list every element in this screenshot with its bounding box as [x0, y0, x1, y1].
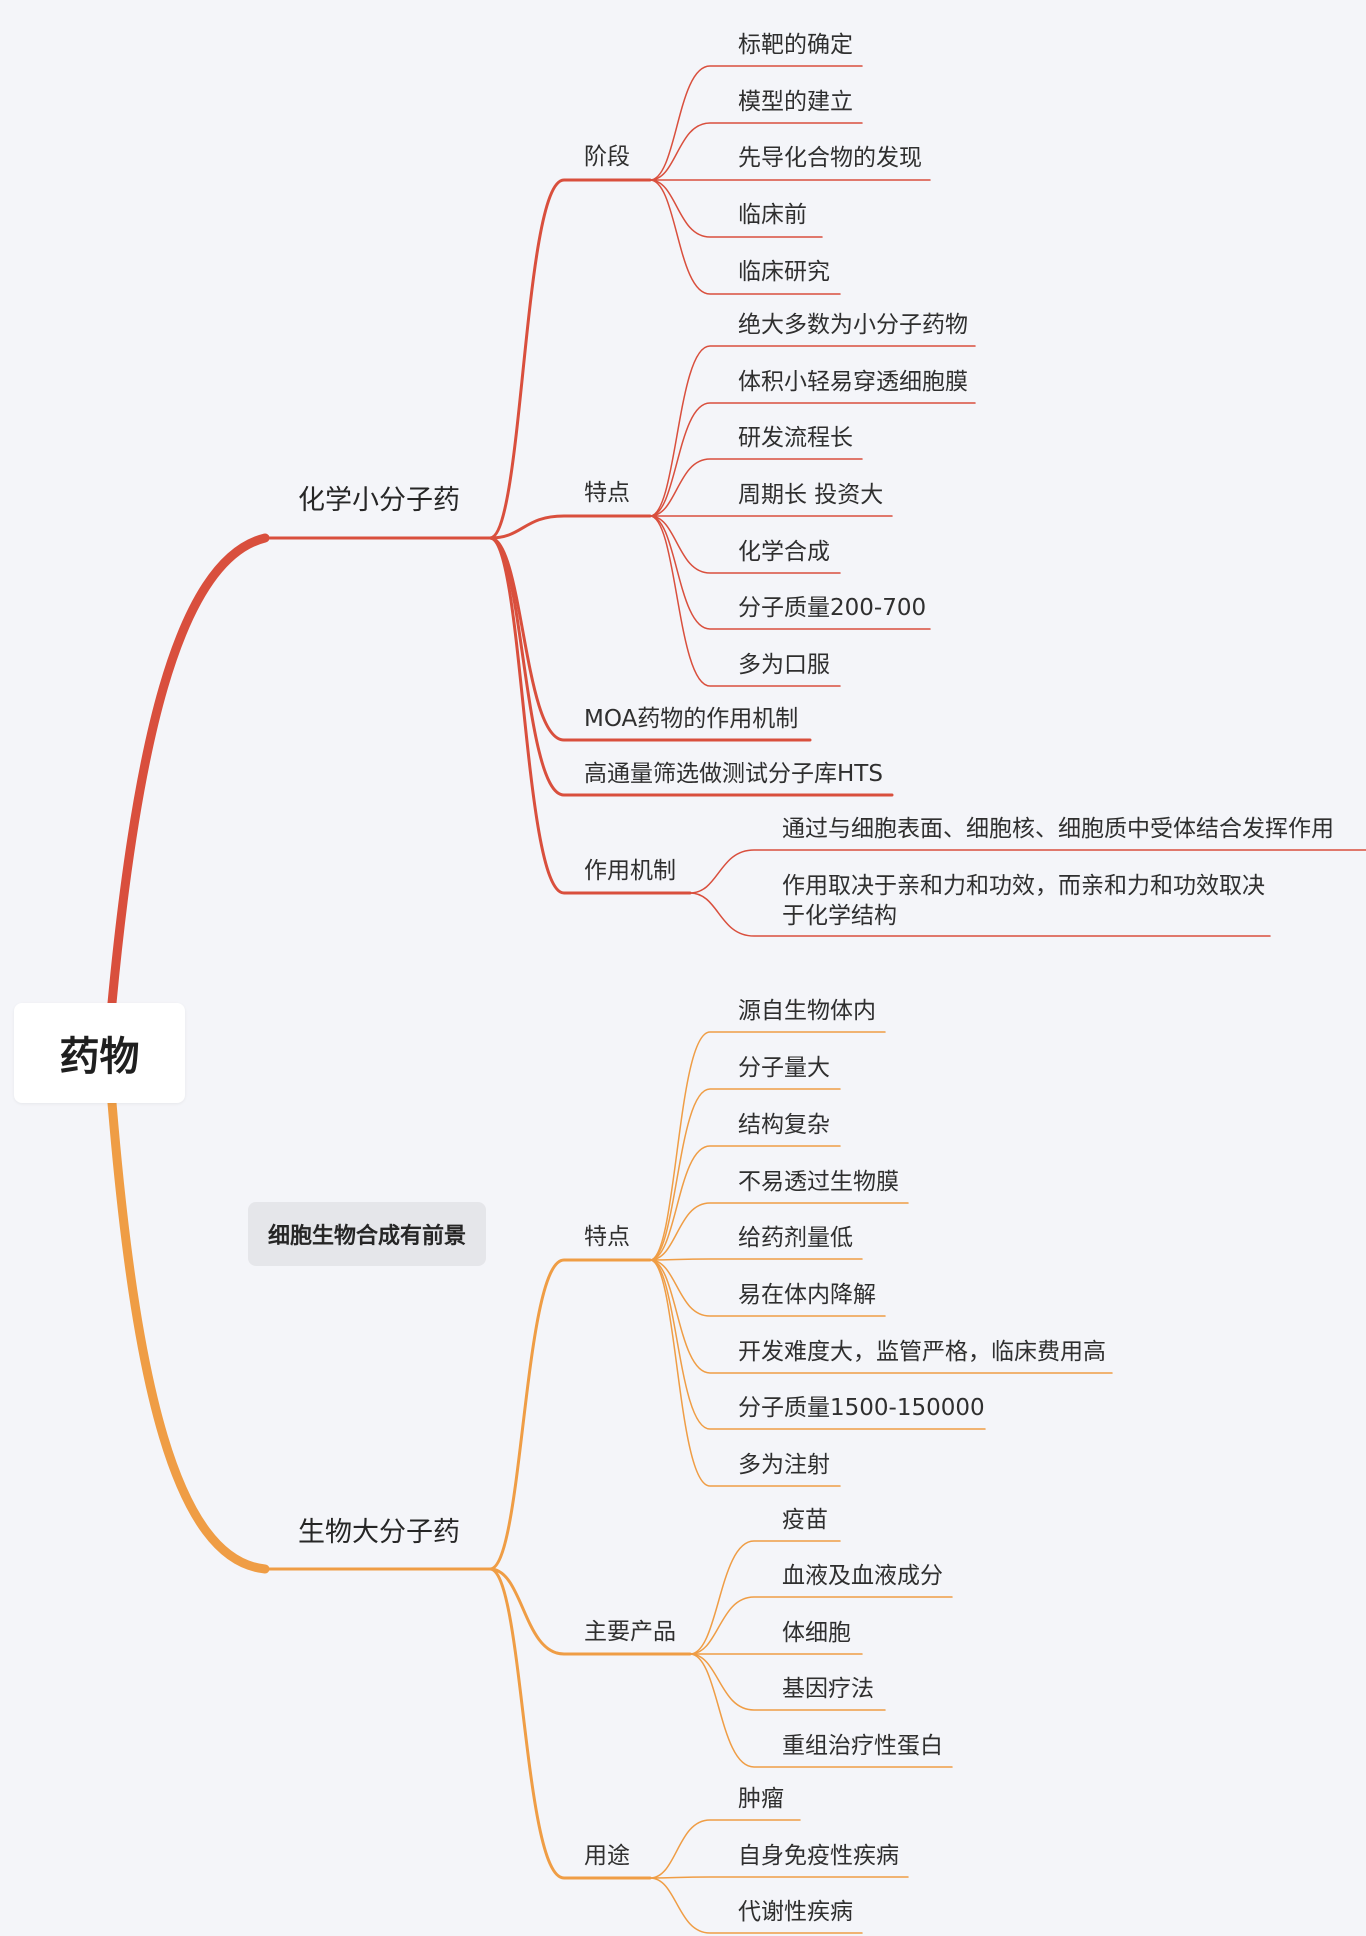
leaf-bio-feature-3[interactable]: 结构复杂	[738, 1112, 830, 1138]
leaf-chem-feature-3[interactable]: 研发流程长	[738, 425, 853, 451]
leaf-stage-4[interactable]: 临床前	[738, 202, 807, 228]
leaf-product-1[interactable]: 疫苗	[782, 1507, 828, 1533]
link-chem-feature-leaf-5	[649, 515, 841, 574]
topic-stage[interactable]: 阶段	[584, 144, 630, 170]
link-chem-feature-leaf-7	[649, 515, 841, 687]
link-chem-feature-leaf-2	[649, 402, 976, 517]
link-stage-leaf-1	[649, 65, 863, 181]
link-bio-feature-leaf-5	[649, 1258, 863, 1261]
leaf-stage-2[interactable]: 模型的建立	[738, 89, 853, 115]
link-stage-leaf-4	[649, 179, 823, 238]
link-bio-feature-leaf-9	[649, 1259, 841, 1487]
link-mechanism	[488, 536, 692, 895]
leaf-chem-feature-5[interactable]: 化学合成	[738, 539, 830, 565]
floating-topic[interactable]: 细胞生物合成有前景	[248, 1202, 486, 1266]
branch-biological-macromolecule[interactable]: 生物大分子药	[298, 1517, 460, 1548]
link-bio-feature-leaf-1	[649, 1031, 886, 1261]
link-bio-feature-leaf-3	[649, 1145, 841, 1261]
link-product-leaf-4	[689, 1653, 886, 1711]
link-chem-feature-leaf-3	[649, 458, 863, 517]
link-product-leaf-1	[689, 1540, 841, 1655]
link-stage-leaf-2	[649, 122, 863, 181]
link-bio-feature-leaf-8	[649, 1259, 986, 1430]
link-product-leaf-5	[689, 1653, 953, 1768]
topic-mechanism[interactable]: 作用机制	[584, 858, 676, 884]
link-uses	[488, 1567, 652, 1880]
leaf-bio-feature-8[interactable]: 分子质量1500-150000	[738, 1395, 985, 1421]
link-stage-leaf-5	[649, 179, 841, 295]
topic-bio-features[interactable]: 特点	[584, 1224, 630, 1250]
link-product-leaf-2	[689, 1596, 953, 1655]
leaf-chem-feature-4[interactable]: 周期长 投资大	[738, 482, 884, 508]
leaf-chem-feature-1[interactable]: 绝大多数为小分子药物	[738, 312, 968, 338]
leaf-chem-feature-7[interactable]: 多为口服	[738, 652, 830, 678]
leaf-bio-feature-5[interactable]: 给药剂量低	[738, 1225, 853, 1251]
branch-chemical-small-molecule[interactable]: 化学小分子药	[298, 485, 460, 516]
leaf-bio-feature-9[interactable]: 多为注射	[738, 1452, 830, 1478]
link-mechanism-leaf-2	[689, 892, 1271, 937]
leaf-product-5[interactable]: 重组治疗性蛋白	[782, 1733, 943, 1759]
leaf-product-4[interactable]: 基因疗法	[782, 1676, 874, 1702]
link-use-leaf-3	[649, 1877, 863, 1934]
leaf-stage-5[interactable]: 临床研究	[738, 259, 830, 285]
root-link-chemical	[107, 533, 270, 1008]
leaf-bio-feature-1[interactable]: 源自生物体内	[738, 998, 876, 1024]
root-topic[interactable]: 药物	[14, 1003, 185, 1103]
link-bio-feature-leaf-7	[649, 1259, 1113, 1374]
topic-hts[interactable]: 高通量筛选做测试分子库HTS	[584, 761, 883, 787]
link-stage	[488, 178, 652, 540]
leaf-mechanism-1[interactable]: 通过与细胞表面、细胞核、细胞质中受体结合发挥作用	[782, 816, 1334, 842]
link-chem-feature-leaf-6	[649, 515, 931, 630]
leaf-stage-3[interactable]: 先导化合物的发现	[738, 145, 922, 171]
link-mechanism-leaf-1	[689, 849, 1366, 894]
leaf-use-1[interactable]: 肿瘤	[738, 1786, 784, 1812]
leaf-product-2[interactable]: 血液及血液成分	[782, 1563, 943, 1589]
leaf-chem-feature-6[interactable]: 分子质量200-700	[738, 595, 927, 621]
link-hts	[488, 536, 894, 797]
link-bio-feature-leaf-4	[649, 1202, 909, 1261]
link-products	[488, 1567, 692, 1656]
root-link-bio	[107, 1098, 270, 1574]
leaf-use-2[interactable]: 自身免疫性疾病	[738, 1843, 899, 1869]
topic-features[interactable]: 特点	[584, 480, 630, 506]
link-features	[488, 514, 652, 540]
leaf-bio-feature-7[interactable]: 开发难度大，监管严格，临床费用高	[738, 1339, 1106, 1365]
topic-main-products[interactable]: 主要产品	[584, 1619, 676, 1645]
leaf-mechanism-2[interactable]: 作用取决于亲和力和功效，而亲和力和功效取决于化学结构	[782, 873, 1265, 929]
leaf-bio-feature-6[interactable]: 易在体内降解	[738, 1282, 876, 1308]
leaf-chem-feature-2[interactable]: 体积小轻易穿透细胞膜	[738, 369, 968, 395]
leaf-use-3[interactable]: 代谢性疾病	[738, 1899, 853, 1925]
link-bio-features	[488, 1258, 652, 1571]
link-bio-feature-leaf-2	[649, 1088, 841, 1261]
link-use-leaf-2	[649, 1876, 909, 1879]
link-bio-feature-leaf-6	[649, 1259, 886, 1317]
topic-moa[interactable]: MOA药物的作用机制	[584, 706, 799, 732]
link-chem-feature-leaf-1	[649, 345, 976, 517]
leaf-bio-feature-4[interactable]: 不易透过生物膜	[738, 1169, 899, 1195]
leaf-stage-1[interactable]: 标靶的确定	[738, 32, 853, 58]
link-use-leaf-1	[649, 1819, 801, 1879]
leaf-bio-feature-2[interactable]: 分子量大	[738, 1055, 830, 1081]
topic-uses[interactable]: 用途	[584, 1843, 630, 1869]
leaf-product-3[interactable]: 体细胞	[782, 1620, 851, 1646]
